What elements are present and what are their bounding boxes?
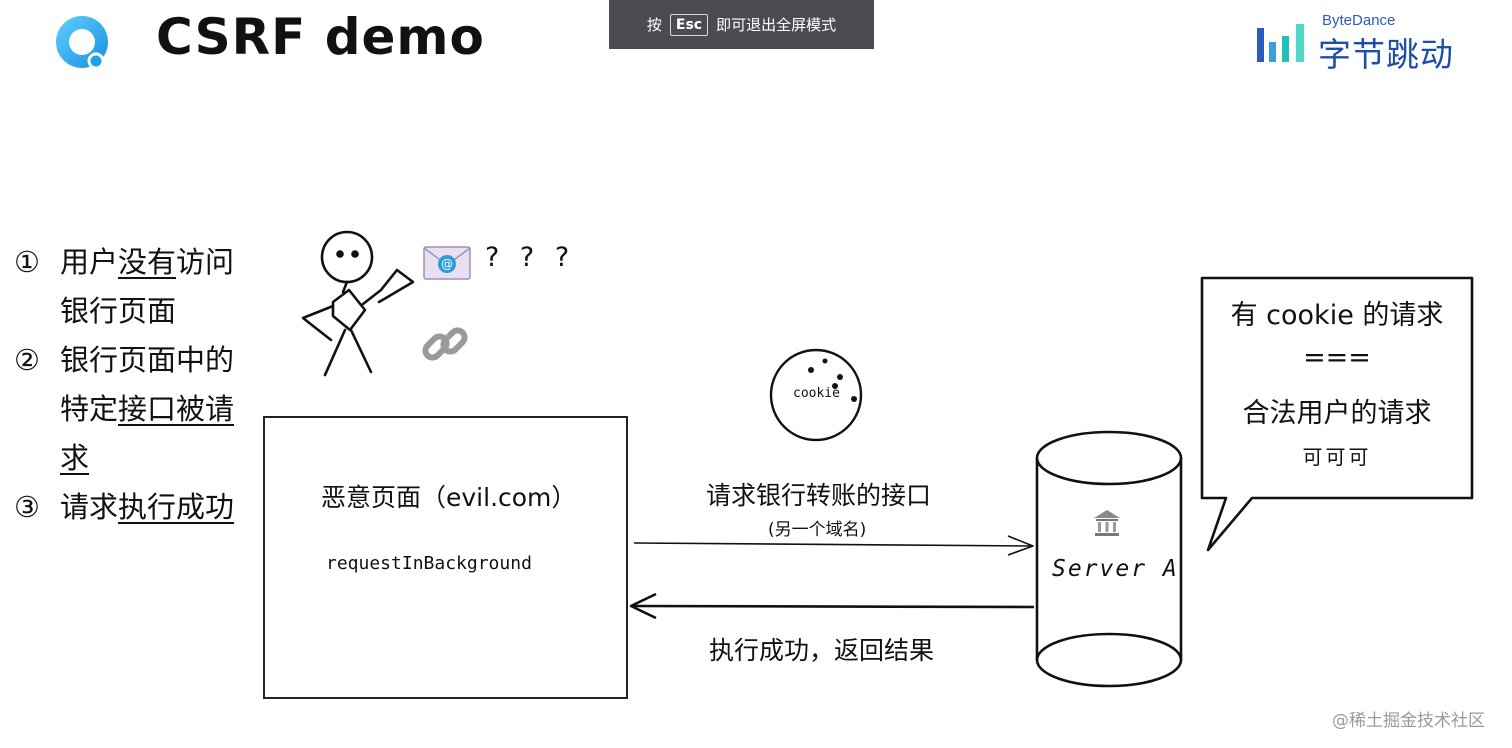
stick-figure-icon: [301, 230, 415, 377]
svg-text:@: @: [441, 257, 453, 271]
step-text-underlined: 没有: [118, 245, 177, 279]
step-2: ② 银行页面中的: [14, 336, 234, 385]
cookie-icon: [769, 348, 863, 442]
bubble-line-1: 有 cookie 的请求: [1230, 300, 1444, 331]
esc-key: Esc: [669, 13, 709, 36]
step-number: ①: [14, 245, 40, 279]
evil-page-function: requestInBackground: [326, 553, 532, 574]
brand-name-cn: 字节跳动: [1318, 35, 1454, 74]
watermark: @稀土掘金技术社区: [1332, 711, 1485, 731]
server-cylinder: [1035, 430, 1183, 688]
step-text: 特定: [60, 392, 119, 426]
step-1-cont: 银行页面: [14, 287, 176, 336]
bytedance-logo-icon: [1257, 24, 1304, 62]
request-arrow: [633, 535, 1034, 556]
response-label: 执行成功，返回结果: [709, 636, 935, 665]
fullscreen-exit-hint: 按 Esc 即可退出全屏模式: [609, 0, 874, 49]
step-number: ③: [14, 490, 40, 524]
evil-page-box: [263, 416, 628, 699]
bubble-line-4: 可可可: [1302, 445, 1372, 469]
brand-name-en: ByteDance: [1322, 12, 1396, 29]
step-number: ②: [14, 343, 40, 377]
bubble-line-2: ===: [1303, 342, 1371, 373]
question-marks: ? ? ?: [485, 242, 576, 273]
bank-icon: [1094, 510, 1120, 536]
step-2-cont: 特定接口被请: [14, 385, 234, 434]
step-text: 访问: [176, 245, 235, 279]
request-label: 请求银行转账的接口: [706, 481, 932, 510]
step-text-underlined: 执行成功: [118, 490, 235, 524]
mail-icon: @: [423, 246, 471, 280]
step-text: 请求: [60, 490, 119, 524]
evil-page-title: 恶意页面（evil.com）: [321, 483, 577, 512]
esc-hint-prefix: 按: [646, 16, 662, 34]
step-2-cont2: 求: [14, 434, 89, 483]
bubble-line-3: 合法用户的请求: [1242, 398, 1432, 429]
step-3: ③ 请求执行成功: [14, 483, 234, 532]
step-text-underlined: 接口被请: [118, 392, 235, 426]
response-arrow: [629, 592, 1035, 620]
step-text-underlined: 求: [60, 441, 90, 475]
request-sublabel: (另一个域名): [768, 520, 867, 540]
link-icon: [422, 327, 468, 361]
page-title: CSRF demo: [156, 8, 485, 66]
step-text: 银行页面: [60, 294, 177, 328]
step-1: ① 用户没有访问: [14, 238, 234, 287]
step-text: 用户: [60, 245, 119, 279]
server-label: Server A: [1052, 556, 1179, 582]
step-text: 银行页面中的: [60, 343, 235, 377]
cookie-label: cookie: [793, 386, 840, 401]
speech-bubble: [1200, 276, 1474, 552]
esc-hint-suffix: 即可退出全屏模式: [716, 16, 837, 34]
app-logo-icon: [56, 16, 108, 70]
